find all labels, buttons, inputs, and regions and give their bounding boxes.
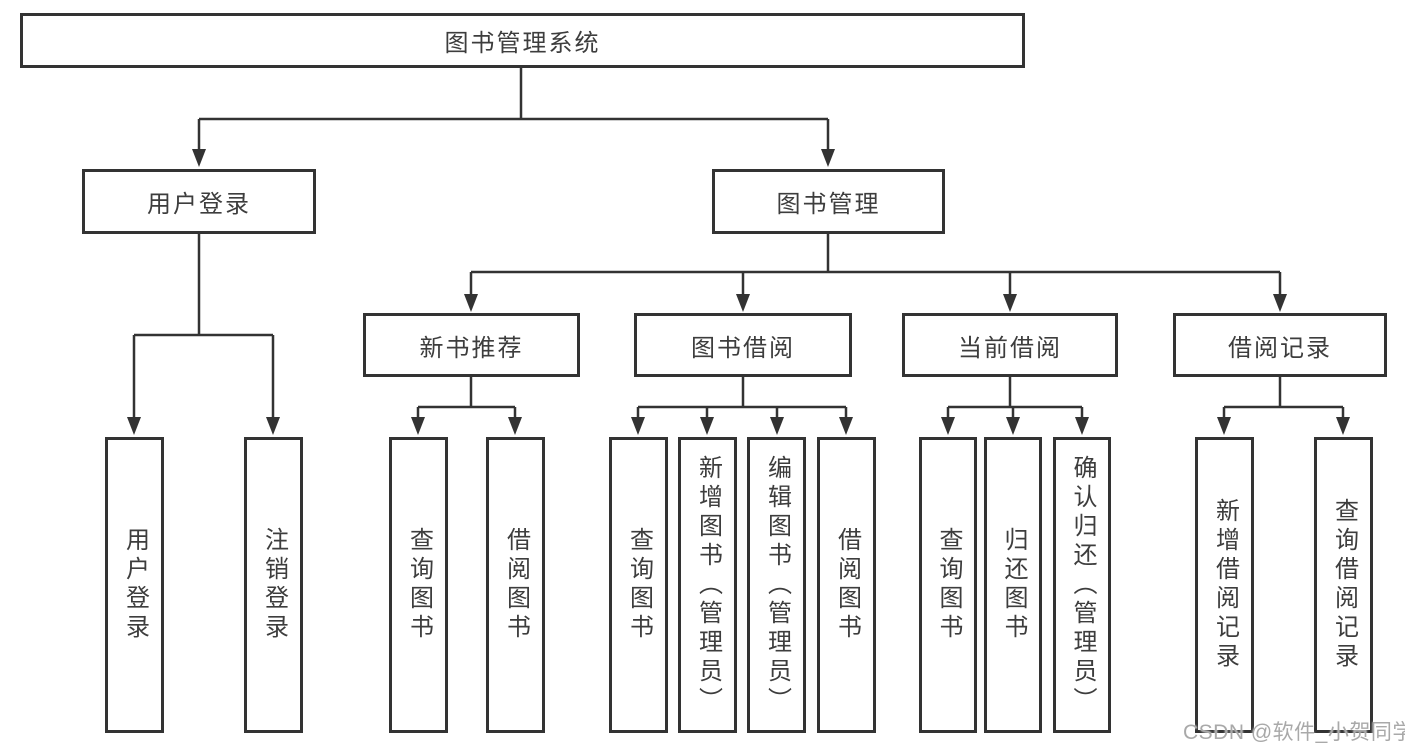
leaf-newrec-borrow-books: 借阅图书	[486, 437, 545, 733]
node-new-book-recommend-label: 新书推荐	[419, 334, 524, 362]
leaf-borrow-query-books: 查询图书	[609, 437, 668, 733]
leaf-records-add-record: 新增借阅记录	[1195, 437, 1254, 733]
node-book-management-branch: 图书管理	[712, 169, 945, 234]
leaf-current-query-books-label: 查询图书	[935, 527, 962, 643]
leaf-current-return-books-label: 归还图书	[1000, 527, 1027, 643]
leaf-borrow-edit-books-admin: 编辑图书（管理员）	[747, 437, 806, 733]
node-new-book-recommend: 新书推荐	[363, 313, 580, 377]
leaf-current-return-books: 归还图书	[984, 437, 1042, 733]
node-root-label: 图书管理系统	[444, 30, 601, 57]
leaf-borrow-borrow-books-label: 借阅图书	[833, 527, 861, 643]
leaf-user-login-label: 用户登录	[121, 527, 149, 643]
node-user-login-branch-label: 用户登录	[147, 191, 251, 218]
leaf-borrow-query-books-label: 查询图书	[625, 527, 653, 643]
leaf-newrec-borrow-books-label: 借阅图书	[502, 527, 530, 643]
leaf-newrec-query-books: 查询图书	[389, 437, 448, 733]
node-book-management-branch-label: 图书管理	[776, 191, 881, 218]
leaf-borrow-add-books-admin: 新增图书（管理员）	[678, 437, 737, 733]
leaf-current-query-books: 查询图书	[919, 437, 977, 733]
leaf-records-add-record-label: 新增借阅记录	[1211, 498, 1239, 672]
node-current-borrowing-label: 当前借阅	[958, 334, 1062, 362]
leaf-current-confirm-return-admin: 确认归还（管理员）	[1053, 437, 1111, 733]
node-root: 图书管理系统	[20, 13, 1025, 68]
node-current-borrowing: 当前借阅	[902, 313, 1118, 377]
leaf-logout-label: 注销登录	[260, 527, 288, 643]
leaf-current-confirm-return-admin-label: 确认归还（管理员）	[1069, 454, 1096, 716]
leaf-borrow-borrow-books: 借阅图书	[817, 437, 876, 733]
csdn-watermark: CSDN @软件_小贺同学	[1183, 721, 1405, 744]
leaf-records-query-record: 查询借阅记录	[1314, 437, 1373, 733]
node-book-borrowing: 图书借阅	[634, 313, 852, 377]
leaf-logout: 注销登录	[244, 437, 303, 733]
node-user-login-branch: 用户登录	[82, 169, 316, 234]
node-book-borrowing-label: 图书借阅	[691, 334, 795, 362]
leaf-records-query-record-label: 查询借阅记录	[1330, 498, 1358, 672]
leaf-newrec-query-books-label: 查询图书	[405, 527, 433, 643]
node-borrow-records-label: 借阅记录	[1228, 334, 1332, 362]
leaf-borrow-add-books-admin-label: 新增图书（管理员）	[694, 454, 722, 716]
node-borrow-records: 借阅记录	[1173, 313, 1387, 377]
leaf-user-login: 用户登录	[105, 437, 164, 733]
leaf-borrow-edit-books-admin-label: 编辑图书（管理员）	[763, 454, 791, 716]
